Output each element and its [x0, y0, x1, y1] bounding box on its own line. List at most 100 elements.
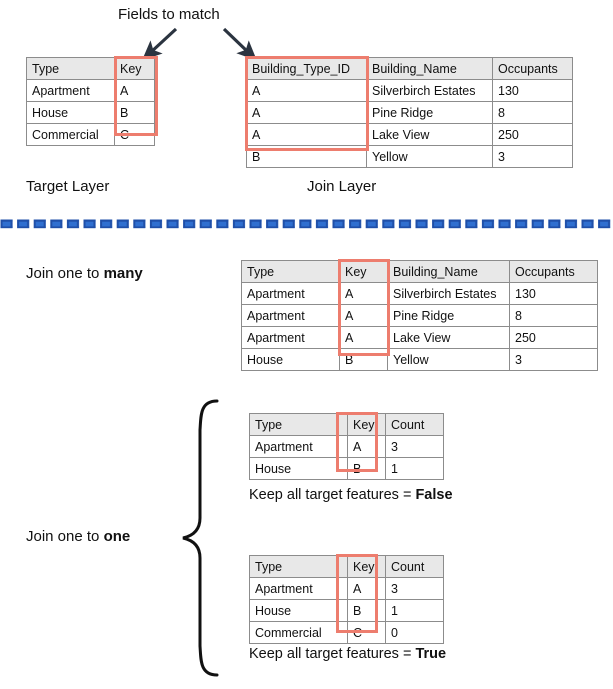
cell-count: 0 — [385, 621, 444, 644]
cell-type: Apartment — [249, 435, 348, 458]
cell-building-type-id: A — [246, 123, 367, 146]
join-layer-caption: Join Layer — [307, 178, 377, 195]
join-one-to-one-label: Join one to one — [26, 528, 130, 545]
cell-type: Apartment — [241, 326, 340, 349]
join-one-to-one-prefix: Join one to — [26, 528, 104, 545]
target-layer-table-wrap: Type Key Apartment A House B Commercial … — [26, 57, 155, 146]
cell-building-name: Yellow — [387, 348, 510, 371]
fields-to-match-label: Fields to match — [118, 6, 220, 23]
cell-key: B — [347, 599, 386, 622]
cell-type: Commercial — [26, 123, 115, 146]
column-header-key: Key — [114, 57, 155, 80]
join-layer-table: Building_Type_ID Building_Name Occupants… — [246, 57, 573, 168]
keep-all-false-prefix: Keep all target features = — [249, 487, 416, 503]
target-layer-table: Type Key Apartment A House B Commercial … — [26, 57, 155, 146]
target-layer-caption: Target Layer — [26, 178, 110, 195]
keep-all-false-label: Keep all target features = False — [249, 487, 453, 503]
join-layer-table-wrap: Building_Type_ID Building_Name Occupants… — [246, 57, 573, 168]
cell-type: Apartment — [26, 79, 115, 102]
join-one-to-many-prefix: Join one to — [26, 265, 104, 282]
cell-key: B — [339, 348, 388, 371]
column-header-type: Type — [241, 260, 340, 283]
cell-count: 3 — [385, 435, 444, 458]
column-header-type: Type — [26, 57, 115, 80]
keep-all-true-prefix: Keep all target features = — [249, 646, 416, 662]
cell-building-type-id: A — [246, 101, 367, 124]
join-one-to-one-emphasis: one — [103, 528, 131, 545]
cell-type: Apartment — [241, 282, 340, 305]
table-row: B Yellow 3 — [246, 145, 573, 168]
column-header-type: Type — [249, 413, 348, 436]
table-header-row: Type Key Count — [249, 555, 444, 578]
one-to-many-table-wrap: Type Key Building_Name Occupants Apartme… — [241, 260, 598, 371]
table-header-row: Building_Type_ID Building_Name Occupants — [246, 57, 573, 80]
table-row: A Silverbirch Estates 130 — [246, 79, 573, 102]
cell-occupants: 250 — [492, 123, 573, 146]
table-row: Commercial C 0 — [249, 621, 444, 644]
arrow-down-right-icon — [222, 27, 257, 61]
cell-building-name: Silverbirch Estates — [366, 79, 493, 102]
cell-key: A — [114, 79, 155, 102]
column-header-building-name: Building_Name — [366, 57, 493, 80]
one-to-one-true-table: Type Key Count Apartment A 3 House B 1 C… — [249, 555, 444, 644]
column-header-building-name: Building_Name — [387, 260, 510, 283]
column-header-building-type-id: Building_Type_ID — [246, 57, 367, 80]
table-row: A Lake View 250 — [246, 123, 573, 146]
table-row: Apartment A Lake View 250 — [241, 326, 598, 349]
table-row: Apartment A Silverbirch Estates 130 — [241, 282, 598, 305]
table-row: Apartment A 3 — [249, 435, 444, 458]
table-row: House B Yellow 3 — [241, 348, 598, 371]
arrow-down-left-icon — [142, 27, 178, 61]
table-header-row: Type Key — [26, 57, 155, 80]
column-header-key: Key — [347, 555, 386, 578]
join-one-to-many-label: Join one to many — [26, 265, 143, 282]
keep-all-true-label: Keep all target features = True — [249, 646, 446, 662]
cell-key: A — [339, 326, 388, 349]
cell-key: B — [347, 457, 386, 480]
one-to-many-table: Type Key Building_Name Occupants Apartme… — [241, 260, 598, 371]
table-row: House B 1 — [249, 457, 444, 480]
cell-occupants: 250 — [509, 326, 598, 349]
table-header-row: Type Key Count — [249, 413, 444, 436]
cell-occupants: 130 — [492, 79, 573, 102]
cell-type: House — [249, 457, 348, 480]
table-row: Apartment A — [26, 79, 155, 102]
cell-building-name: Yellow — [366, 145, 493, 168]
table-row: Apartment A 3 — [249, 577, 444, 600]
cell-building-name: Lake View — [366, 123, 493, 146]
cell-key: C — [114, 123, 155, 146]
column-header-occupants: Occupants — [509, 260, 598, 283]
table-row: Apartment A Pine Ridge 8 — [241, 304, 598, 327]
cell-type: House — [241, 348, 340, 371]
cell-building-type-id: B — [246, 145, 367, 168]
cell-type: House — [249, 599, 348, 622]
cell-occupants: 8 — [492, 101, 573, 124]
cell-building-type-id: A — [246, 79, 367, 102]
keep-all-true-value: True — [415, 646, 447, 662]
table-row: A Pine Ridge 8 — [246, 101, 573, 124]
cell-occupants: 3 — [492, 145, 573, 168]
keep-all-false-value: False — [415, 487, 453, 503]
cell-key: A — [347, 435, 386, 458]
column-header-occupants: Occupants — [492, 57, 573, 80]
column-header-count: Count — [385, 413, 444, 436]
cell-occupants: 130 — [509, 282, 598, 305]
table-row: Commercial C — [26, 123, 155, 146]
cell-type: House — [26, 101, 115, 124]
cell-type: Apartment — [241, 304, 340, 327]
cell-type: Apartment — [249, 577, 348, 600]
one-to-one-true-table-wrap: Type Key Count Apartment A 3 House B 1 C… — [249, 555, 444, 644]
cell-occupants: 8 — [509, 304, 598, 327]
cell-building-name: Silverbirch Estates — [387, 282, 510, 305]
cell-building-name: Lake View — [387, 326, 510, 349]
cell-count: 1 — [385, 457, 444, 480]
cell-key: A — [339, 282, 388, 305]
cell-occupants: 3 — [509, 348, 598, 371]
column-header-key: Key — [339, 260, 388, 283]
cell-key: A — [339, 304, 388, 327]
cell-count: 3 — [385, 577, 444, 600]
table-row: House B 1 — [249, 599, 444, 622]
cell-building-name: Pine Ridge — [387, 304, 510, 327]
column-header-type: Type — [249, 555, 348, 578]
table-row: House B — [26, 101, 155, 124]
